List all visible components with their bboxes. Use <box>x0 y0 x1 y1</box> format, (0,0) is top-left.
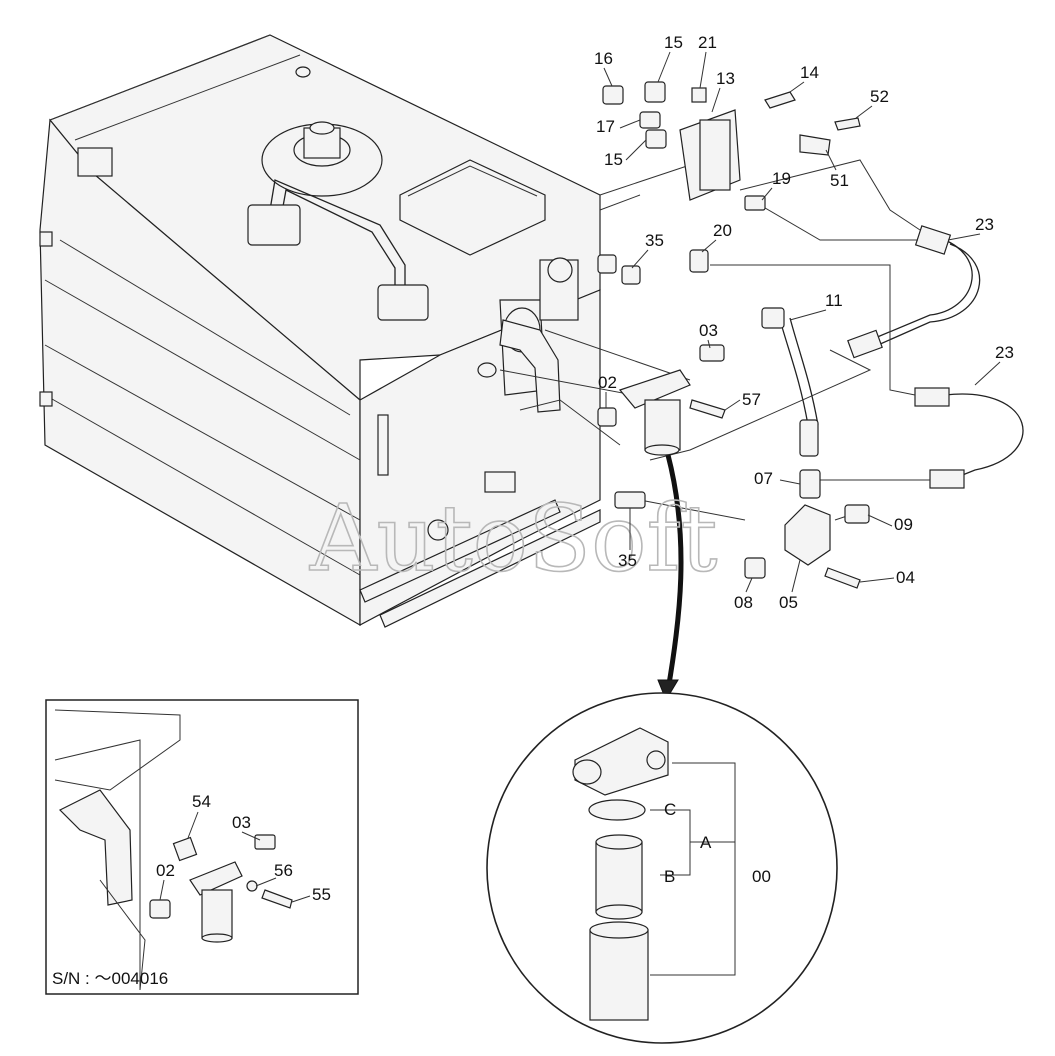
filter-detail-view <box>486 692 838 1044</box>
inset-callout-56: 56 <box>274 861 293 880</box>
hydraulic-lines <box>499 159 1024 702</box>
callout-09: 09 <box>894 515 913 534</box>
hydraulic-tank <box>39 34 601 628</box>
callout-labels: 16 15 21 13 14 52 17 15 51 19 23 20 35 1… <box>156 33 1014 904</box>
callout-13: 13 <box>716 69 735 88</box>
callout-05: 05 <box>779 593 798 612</box>
serial-number-note: S/N : ～004016 <box>52 969 168 988</box>
inset-panel: S/N : ～004016 <box>45 699 359 995</box>
fittings <box>597 81 870 589</box>
detail-callout-A: A <box>700 833 712 852</box>
callout-11: 11 <box>825 291 843 310</box>
callout-02: 02 <box>598 373 617 392</box>
callout-14: 14 <box>800 63 819 82</box>
callout-35-lower: 35 <box>618 551 637 570</box>
callout-03: 03 <box>699 321 718 340</box>
callout-08: 08 <box>734 593 753 612</box>
detail-callout-00: 00 <box>752 867 771 886</box>
callout-23-lower: 23 <box>995 343 1014 362</box>
callout-51: 51 <box>830 171 849 190</box>
callout-07: 07 <box>754 469 773 488</box>
callout-57: 57 <box>742 390 761 409</box>
callout-15-lower: 15 <box>604 150 623 169</box>
inset-callout-03: 03 <box>232 813 251 832</box>
callout-04: 04 <box>896 568 915 587</box>
callout-20: 20 <box>713 221 732 240</box>
detail-callout-C: C <box>664 800 676 819</box>
callout-16: 16 <box>594 49 613 68</box>
detail-callout-B: B <box>664 867 675 886</box>
callout-leaders <box>159 51 1001 903</box>
callout-19: 19 <box>772 169 791 188</box>
callout-17: 17 <box>596 117 615 136</box>
inset-callout-02: 02 <box>156 861 175 880</box>
callout-15-top: 15 <box>664 33 683 52</box>
callout-35-upper: 35 <box>645 231 664 250</box>
inset-callout-55: 55 <box>312 885 331 904</box>
callout-21: 21 <box>698 33 717 52</box>
inset-callout-54: 54 <box>192 792 211 811</box>
callout-23-upper: 23 <box>975 215 994 234</box>
watermark: AutoSoft <box>309 485 718 592</box>
callout-52: 52 <box>870 87 889 106</box>
